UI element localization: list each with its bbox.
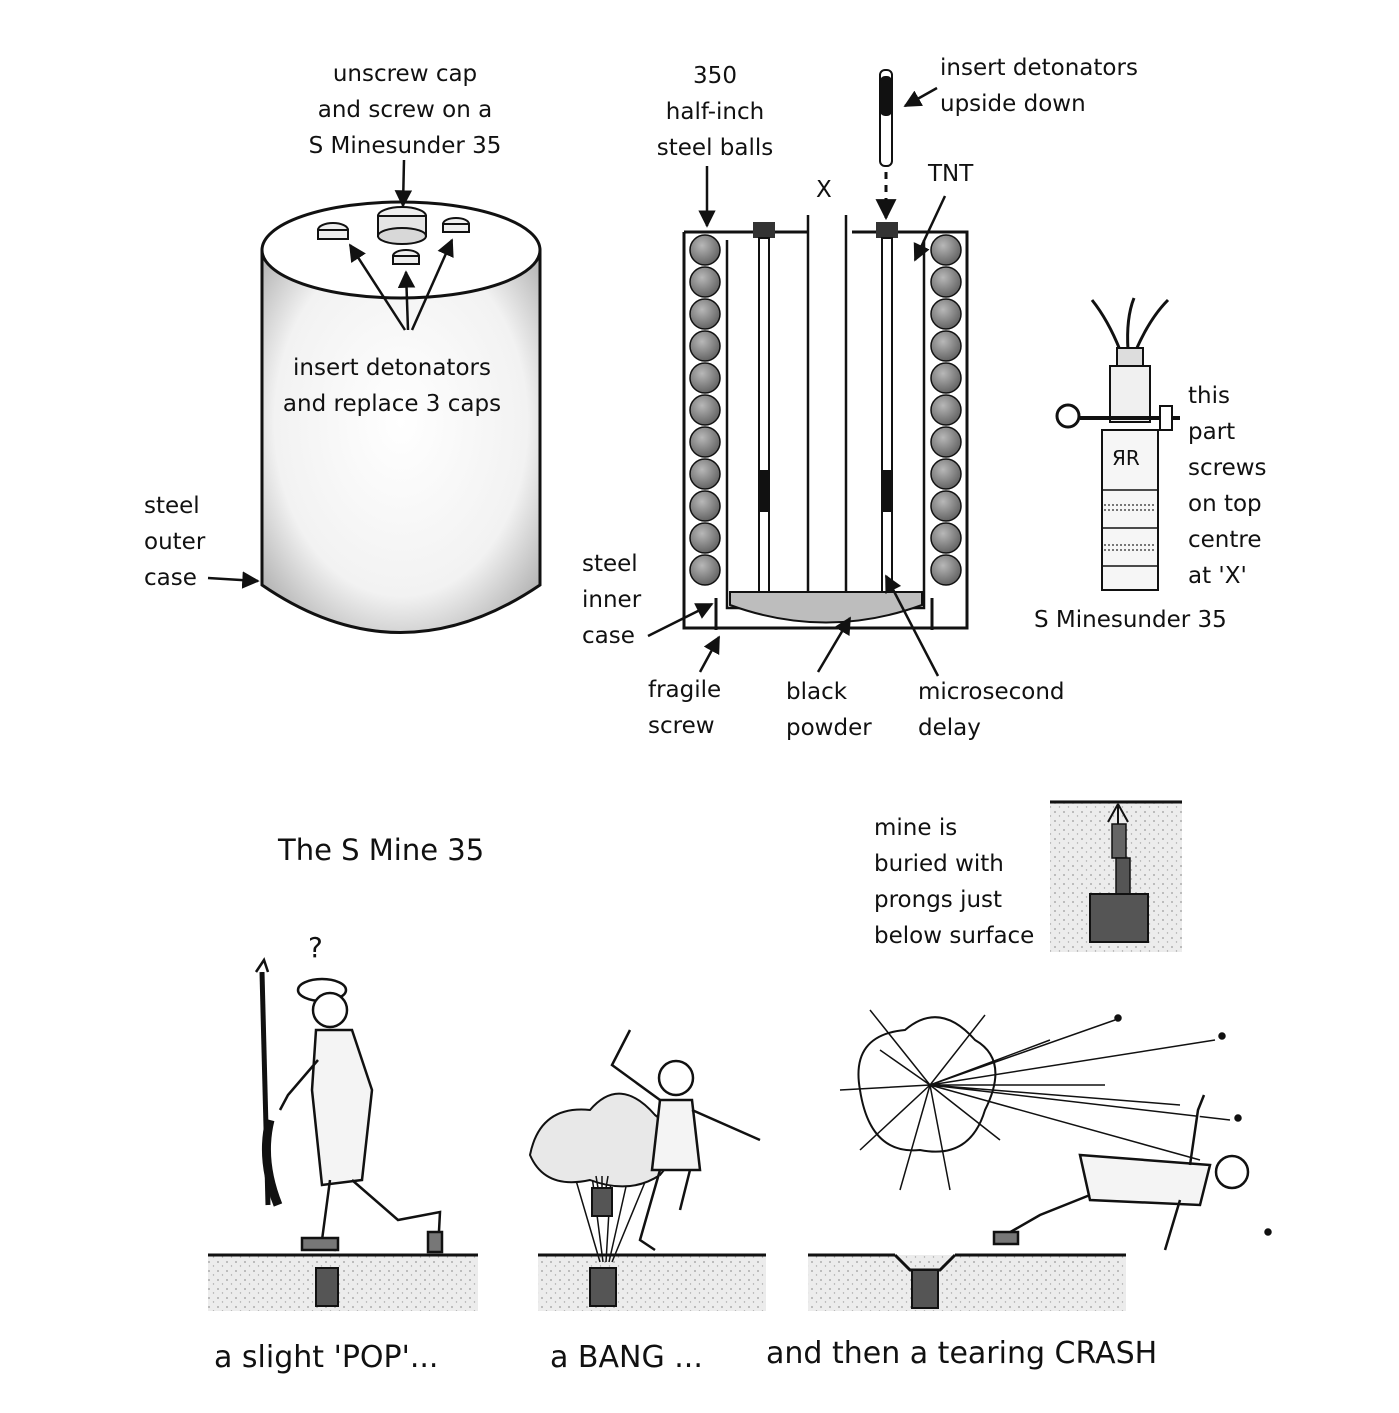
label-line: upside down — [940, 91, 1086, 117]
panel-bang — [528, 1029, 766, 1311]
label-line: at 'X' — [1188, 563, 1247, 589]
steel-inner-case-label: steel inner case — [582, 546, 641, 654]
label-line: mine is — [874, 815, 958, 841]
label-line: part — [1188, 419, 1236, 445]
buried-inset — [1050, 800, 1182, 952]
insert-detonators-label: insert detonators and replace 3 caps — [272, 350, 512, 422]
insert-upside-down-label: insert detonators upside down — [940, 50, 1138, 122]
label-line: centre — [1188, 527, 1262, 553]
diagram-title: The S Mine 35 — [278, 833, 485, 867]
label-line: black — [786, 679, 848, 705]
label-line: insert detonators — [293, 355, 491, 381]
label-line: fragile — [648, 677, 722, 703]
detonator-cap — [392, 249, 420, 265]
caption-bang: a BANG ... — [550, 1340, 703, 1375]
label-line: on top — [1188, 491, 1262, 517]
minesunder-mark: ЯR — [1112, 446, 1140, 470]
label-line: screws — [1188, 455, 1267, 481]
label-line: microsecond — [918, 679, 1065, 705]
label-line: steel — [144, 493, 200, 519]
soldier-walking — [254, 957, 444, 1254]
label-line: insert detonators — [940, 55, 1138, 81]
caption-pop: a slight 'POP'... — [214, 1340, 439, 1375]
question-mark: ? — [308, 931, 323, 964]
label-line: screw — [648, 713, 715, 739]
label-line: outer — [144, 529, 206, 555]
outer-case-drawing — [207, 159, 542, 634]
cross-section-drawing — [647, 69, 969, 677]
steel-outer-case-label: steel outer case — [144, 488, 205, 596]
label-line: case — [144, 565, 197, 591]
steel-balls-left — [689, 234, 721, 586]
caption-crash: and then a tearing CRASH — [766, 1336, 1158, 1371]
label-line: steel balls — [656, 135, 774, 161]
unscrew-cap-label: unscrew cap and screw on a S Minesunder … — [290, 56, 520, 164]
black-powder-label: black powder — [786, 674, 872, 746]
label-line: 350 — [693, 63, 737, 89]
label-line: case — [582, 623, 635, 649]
x-marker-label: X — [816, 177, 832, 203]
steel-balls-right — [930, 234, 962, 586]
panel-crash — [808, 1009, 1272, 1311]
label-line: and replace 3 caps — [282, 391, 502, 417]
label-line: below surface — [874, 923, 1035, 949]
soldier-startled — [610, 1029, 761, 1252]
buried-note-label: mine is buried with prongs just below su… — [874, 810, 1034, 954]
main-cap — [377, 206, 427, 245]
label-line: S Minesunder 35 — [308, 133, 502, 159]
fragile-screw-label: fragile screw — [648, 672, 721, 744]
label-line: half-inch — [665, 99, 765, 125]
minesunder-drawing — [1055, 297, 1180, 591]
label-line: steel — [582, 551, 638, 577]
microsecond-delay-label: microsecond delay — [918, 674, 1065, 746]
detonator-above — [875, 69, 897, 221]
label-line: powder — [786, 715, 872, 741]
detonator-cap — [442, 217, 470, 233]
tnt-label: TNT — [928, 161, 974, 187]
label-line: prongs just — [874, 887, 1003, 913]
label-line: delay — [918, 715, 981, 741]
detonator-cap — [317, 222, 349, 240]
steel-balls-label: 350 half-inch steel balls — [640, 58, 790, 166]
soldier-thrown — [992, 1094, 1250, 1251]
panel-pop — [208, 957, 478, 1311]
label-line: this — [1188, 383, 1230, 409]
label-line: and screw on a — [317, 97, 493, 123]
explosion-burst — [839, 1009, 1272, 1236]
label-line: buried with — [874, 851, 1004, 877]
label-line: unscrew cap — [332, 61, 478, 87]
minesunder-caption: S Minesunder 35 — [1034, 607, 1227, 633]
label-line: inner — [582, 587, 642, 613]
this-part-screws-label: this part screws on top centre at 'X' — [1188, 378, 1267, 594]
